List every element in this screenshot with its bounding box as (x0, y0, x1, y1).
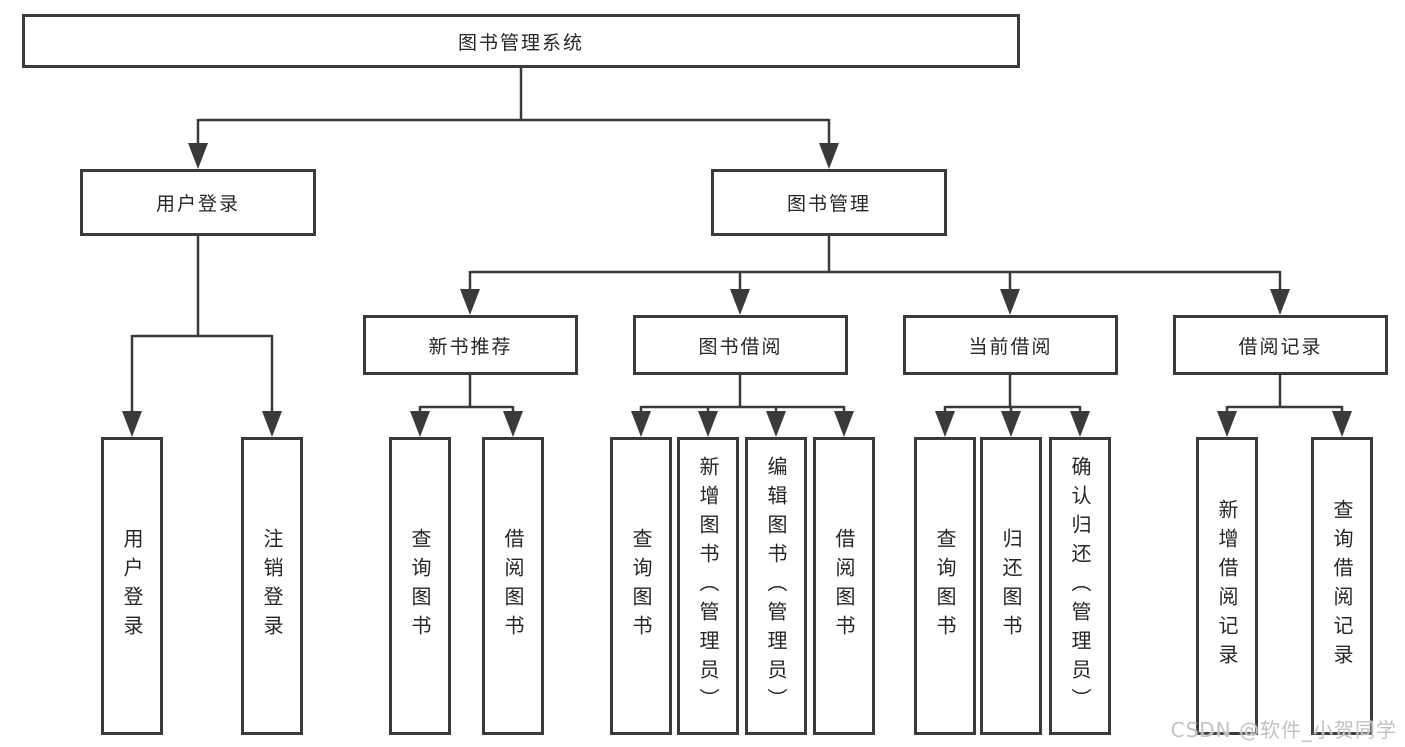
leaf-return-books-label: 归还图书 (999, 528, 1023, 644)
leaf-add-book-admin: 新增图书（管理员） (677, 437, 739, 735)
arrowhead-nb-query (410, 411, 430, 437)
leaf-user-login: 用户登录 (101, 437, 163, 735)
csdn-watermark: CSDN @软件_小贺同学 (1170, 718, 1397, 742)
arrowhead-current-borrow (1000, 289, 1020, 315)
arrowhead-borrow-records (1270, 289, 1290, 315)
leaf-query-books-2: 查询图书 (610, 437, 672, 735)
leaf-query-borrow-record: 查询借阅记录 (1311, 437, 1373, 735)
arrowhead-bb-add (698, 411, 718, 437)
arrowhead-bb-query (631, 411, 651, 437)
arrowhead-cb-query (935, 411, 955, 437)
arrowhead-cb-confirm (1070, 411, 1090, 437)
arrowhead-bb-borrow (834, 411, 854, 437)
arrowhead-new-book (460, 289, 480, 315)
node-book-borrowing: 图书借阅 (633, 315, 848, 375)
leaf-add-borrow-record: 新增借阅记录 (1196, 437, 1258, 735)
leaf-query-books-3: 查询图书 (914, 437, 976, 735)
leaf-logout-login: 注销登录 (241, 437, 303, 735)
arrowhead-leaf-login (122, 411, 142, 437)
leaf-query-books-1: 查询图书 (389, 437, 451, 735)
node-current-borrowing: 当前借阅 (903, 315, 1118, 375)
leaf-add-borrow-record-label: 新增借阅记录 (1215, 499, 1239, 673)
arrowhead-br-add (1217, 411, 1237, 437)
leaf-query-books-2-label: 查询图书 (629, 528, 653, 644)
leaf-query-books-3-label: 查询图书 (933, 528, 957, 644)
arrowhead-cb-return (1001, 411, 1021, 437)
leaf-query-books-1-label: 查询图书 (408, 528, 432, 644)
arrowhead-nb-borrow (503, 411, 523, 437)
arrowhead-book-management (819, 143, 839, 169)
node-root: 图书管理系统 (22, 14, 1020, 68)
leaf-edit-book-admin: 编辑图书（管理员） (745, 437, 807, 735)
leaf-query-borrow-record-label: 查询借阅记录 (1330, 499, 1354, 673)
leaf-edit-book-admin-label: 编辑图书（管理员） (764, 455, 788, 717)
leaf-borrow-books-2: 借阅图书 (813, 437, 875, 735)
arrowhead-leaf-logout (262, 411, 282, 437)
leaf-add-book-admin-label: 新增图书（管理员） (696, 455, 720, 717)
leaf-borrow-books-1-label: 借阅图书 (501, 528, 525, 644)
leaf-confirm-return-admin-label: 确认归还（管理员） (1068, 455, 1092, 717)
arrowhead-br-query (1332, 411, 1352, 437)
node-borrowing-records: 借阅记录 (1173, 315, 1388, 375)
leaf-borrow-books-2-label: 借阅图书 (832, 528, 856, 644)
arrowhead-user-login (188, 143, 208, 169)
arrowheads (122, 143, 1352, 437)
leaf-confirm-return-admin: 确认归还（管理员） (1049, 437, 1111, 735)
leaf-logout-login-label: 注销登录 (260, 528, 284, 644)
node-new-book-recommend: 新书推荐 (363, 315, 578, 375)
leaf-user-login-label: 用户登录 (120, 528, 144, 644)
node-book-management: 图书管理 (711, 169, 947, 236)
arrowhead-book-borrow (730, 289, 750, 315)
arrowhead-bb-edit (766, 411, 786, 437)
leaf-return-books: 归还图书 (980, 437, 1042, 735)
leaf-borrow-books-1: 借阅图书 (482, 437, 544, 735)
node-user-login: 用户登录 (80, 169, 316, 236)
